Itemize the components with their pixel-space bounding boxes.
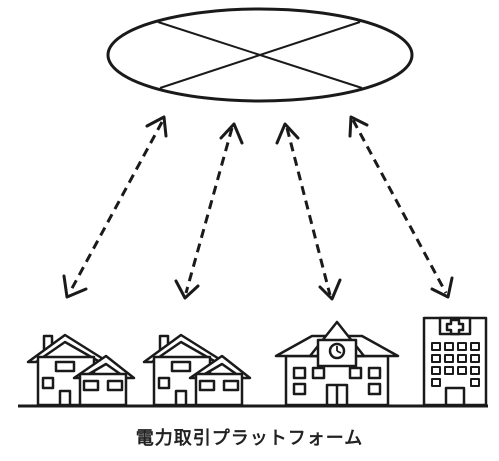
platform-disc-icon xyxy=(106,7,414,103)
arrowhead-icon xyxy=(219,122,244,145)
arrowhead-icon xyxy=(318,278,342,301)
arrowhead-icon xyxy=(275,122,300,145)
arrowhead-icon xyxy=(62,274,88,299)
arrowhead-icon xyxy=(430,276,454,299)
connection-arrow-2 xyxy=(184,127,234,294)
arrowhead-icon xyxy=(174,279,200,300)
house-icon xyxy=(26,333,136,407)
hospital-icon xyxy=(422,316,488,407)
arrowhead-icon xyxy=(145,115,168,138)
connection-arrow-3 xyxy=(285,127,332,296)
platform-caption: 電力取引プラットフォーム xyxy=(135,428,364,449)
school-icon xyxy=(274,320,400,407)
arrowhead-icon xyxy=(348,115,369,138)
connection-arrow-1 xyxy=(68,121,164,293)
house-icon xyxy=(142,333,252,407)
connection-arrow-4 xyxy=(351,119,448,294)
